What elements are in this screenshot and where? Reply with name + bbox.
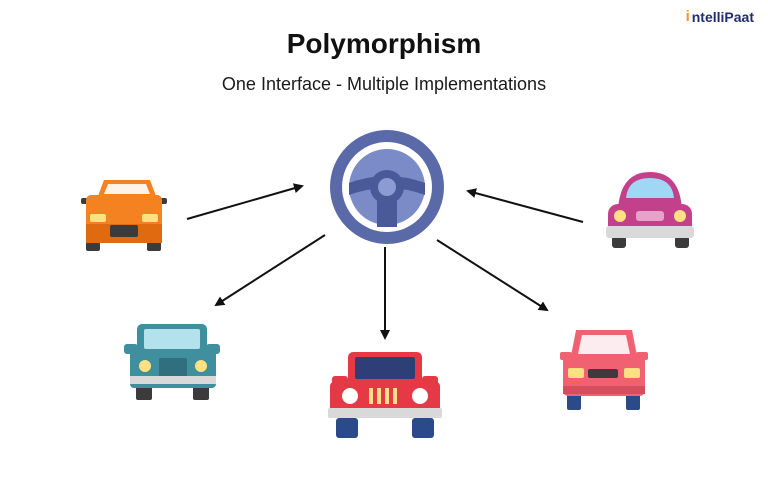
logo-text: ntelliPaat [691,8,754,25]
orange-car-icon [81,180,167,251]
intellipaat-logo: i ntelliPaat [686,8,754,25]
pink-car-icon [560,330,648,410]
arrow-wheel-to-pink-car [436,239,549,312]
steering-wheel-icon [330,130,444,244]
arrow-orange-car-to-wheel [186,183,304,220]
page-title: Polymorphism [286,28,482,59]
teal-jeep-icon [124,324,220,400]
arrow-wheel-to-teal-jeep [214,234,326,307]
logo-mark: i [685,8,690,25]
red-jeep-icon [328,352,442,438]
page-subtitle: One Interface - Multiple Implementations [221,74,547,94]
purple-beetle-icon [606,172,694,248]
arrow-purple-beetle-to-wheel [466,188,584,223]
